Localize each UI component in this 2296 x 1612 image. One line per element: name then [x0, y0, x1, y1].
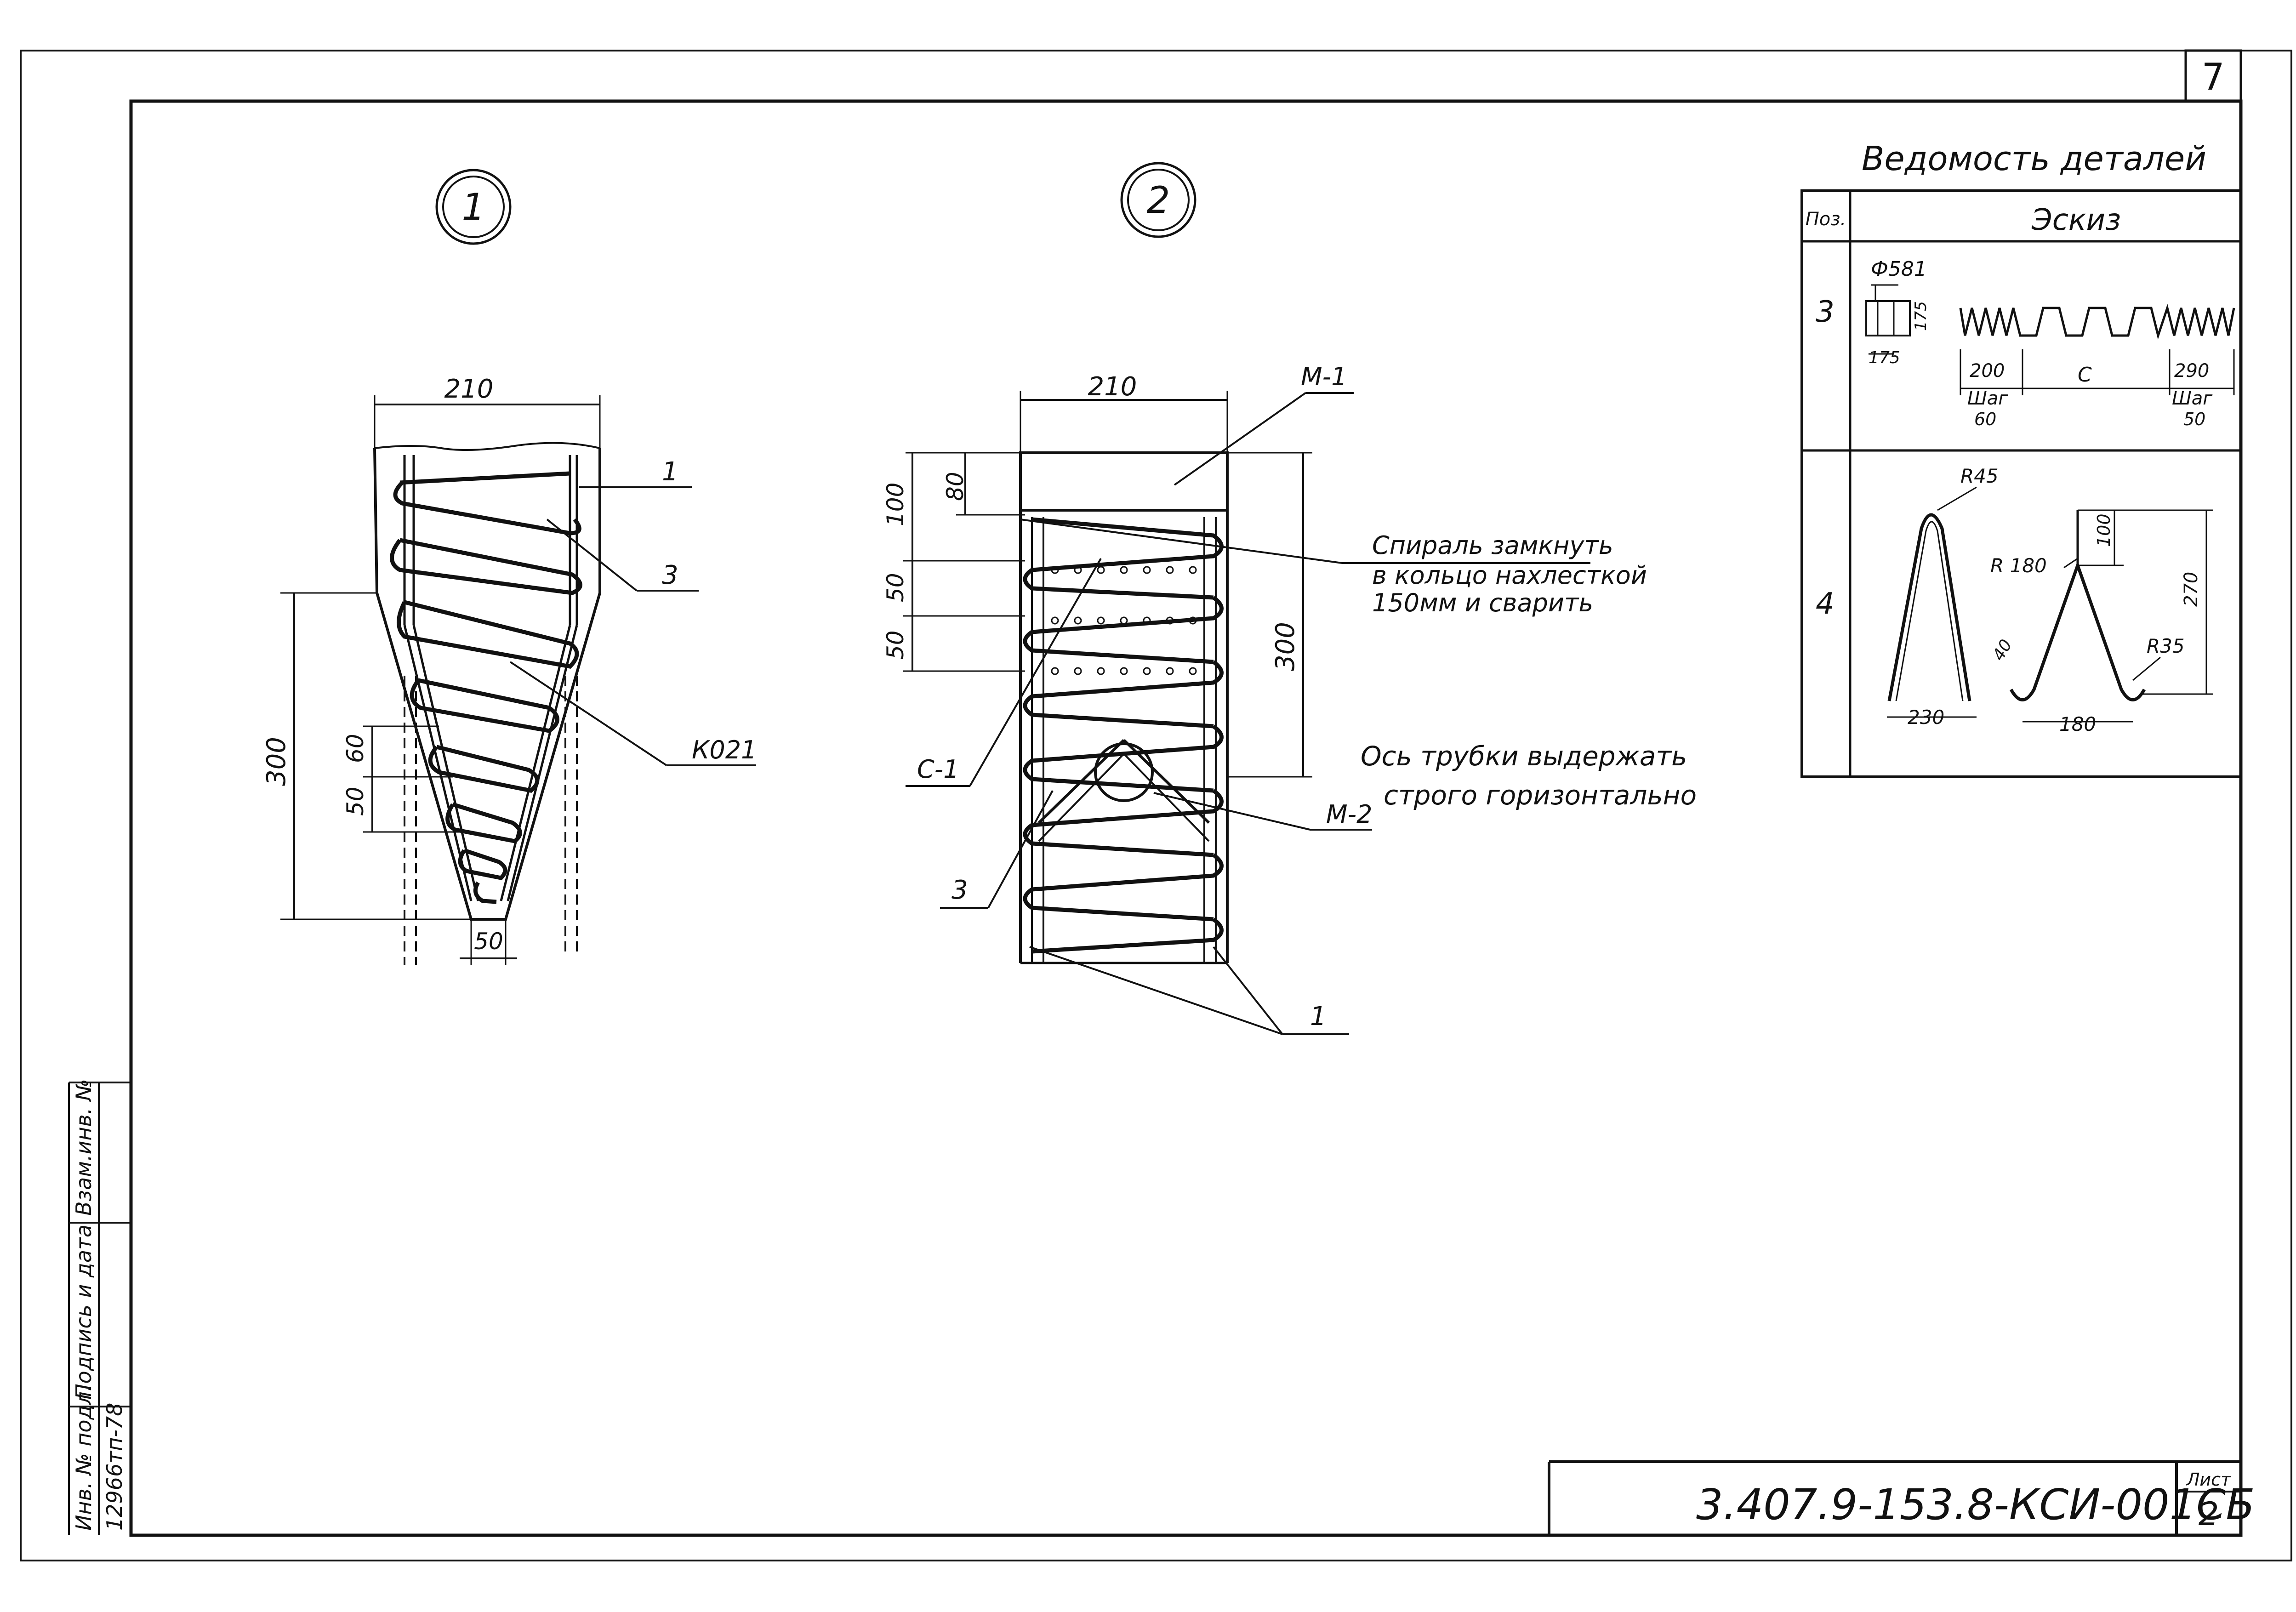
view-2-marker: 2: [1147, 179, 1170, 222]
sheet-number: 2: [2199, 1495, 2219, 1533]
view-1-callout-3: 3: [662, 560, 678, 590]
stamp-inv-podl-value: 12966тп-78: [102, 1403, 127, 1531]
view-1-spiral: [390, 471, 582, 904]
view-2-note-spiral-1: Спираль замкнуть: [1372, 531, 1613, 560]
details-col-sketch: Эскиз: [2031, 203, 2121, 237]
details-row4-d100: 100: [2094, 513, 2114, 547]
view-2-note-spiral-3: 150мм и сварить: [1372, 588, 1593, 617]
details-row4-d180: 180: [2059, 713, 2096, 735]
details-row4-r180: R 180: [1990, 554, 2047, 577]
details-row4-r45: R45: [1960, 465, 1999, 487]
view-1-dim-60: 60: [342, 734, 369, 763]
view-2-callout-1: 1: [1310, 1002, 1327, 1031]
view-1-callout-1: 1: [662, 457, 678, 487]
drawing-designation: 3.407.9-153.8-КСИ-001СБ: [1696, 1480, 2255, 1529]
details-table: Ведомость деталей Поз. Эскиз 3 Ф581 175 …: [1800, 139, 2242, 778]
view-2-dim-300: 300: [1270, 622, 1300, 671]
details-row4-r35: R35: [2147, 635, 2185, 657]
view-1-callout-k021: К021: [692, 735, 757, 764]
sheet-label: Лист: [2186, 1470, 2232, 1490]
details-row4-pos: 4: [1816, 587, 1835, 621]
view-1-dim-height: 300: [262, 737, 291, 786]
view-1-dim-bottom: 50: [474, 928, 503, 955]
view-2: 2 210: [882, 162, 1697, 1035]
details-row3-step-label-a: Шаг: [1967, 388, 2008, 409]
view-1: 1 210: [262, 169, 757, 965]
view-2-dim-50b: 50: [882, 630, 909, 660]
view-1-dim-50: 50: [342, 786, 369, 816]
view-1-shell: [373, 448, 601, 921]
stamp-sign-date-label: Подпись и дата: [71, 1225, 96, 1400]
details-row3-d200: 200: [1970, 360, 2005, 382]
view-2-note-spiral-2: в кольцо нахлесткой: [1372, 561, 1647, 590]
details-row3-step-label-b: Шаг: [2172, 388, 2213, 409]
stamp-vzam-label: Взам.инв. №: [71, 1079, 96, 1216]
details-row4-d230: 230: [1908, 706, 1944, 729]
view-2-callout-m1: М-1: [1301, 362, 1347, 391]
view-2-dim-top: 210: [1088, 372, 1137, 402]
view-1-marker: 1: [462, 186, 485, 228]
view-1-marker-outer: [435, 169, 512, 245]
page-number: 7: [2202, 56, 2224, 98]
title-block: 3.407.9-153.8-КСИ-001СБ Лист 2: [1548, 1460, 2255, 1535]
details-table-title: Ведомость деталей: [1862, 139, 2206, 178]
view-2-tube-m2: [1094, 742, 1154, 802]
details-row3-step50: 50: [2183, 409, 2205, 429]
view-2-spiral: [1023, 517, 1224, 954]
view-2-note-axis-1: Ось трубки выдержать: [1361, 740, 1687, 772]
view-2-callout-c1: С-1: [917, 755, 959, 784]
view-2-callout-3: 3: [951, 875, 968, 905]
view-2-plate-m1: [1019, 451, 1229, 512]
details-col-pos: Поз.: [1806, 209, 1846, 230]
details-row3-d290: 290: [2174, 360, 2209, 382]
view-2-marker-outer: [1120, 162, 1196, 238]
details-row4-d40: 40: [1989, 636, 2016, 664]
view-2-note-axis-2: строго горизонтально: [1384, 780, 1697, 811]
details-row3-dia: Ф581: [1871, 257, 1927, 281]
details-row3-d175b: 175: [1912, 301, 1930, 331]
details-row3-step60: 60: [1974, 409, 1996, 429]
details-row3-d175a: 175: [1869, 348, 1900, 367]
view-2-dim-50a: 50: [882, 573, 909, 602]
view-1-dim-top: 210: [444, 374, 494, 404]
details-row3-pos: 3: [1816, 295, 1835, 329]
view-2-dim-80: 80: [942, 472, 969, 501]
details-row4-sketch: 230 R45 100 270 R 180 40 R35 180: [1887, 465, 2213, 735]
view-2-callout-m2: М-2: [1326, 800, 1372, 829]
details-row4-d270: 270: [2181, 572, 2202, 607]
stamp-inv-podl-label: Инв. № подл.: [71, 1385, 96, 1531]
view-2-holes: [1051, 566, 1197, 675]
details-row3-dc: С: [2078, 363, 2092, 387]
view-2-dim-100: 100: [882, 483, 909, 526]
details-row3-sketch: Ф581 175 175 200 С 290 Шаг 60 Шаг 50: [1865, 257, 2235, 429]
side-stamp: Взам.инв. № Подпись и дата Инв. № подл. …: [68, 1079, 131, 1535]
sheet-frame: 7: [20, 49, 2292, 1561]
